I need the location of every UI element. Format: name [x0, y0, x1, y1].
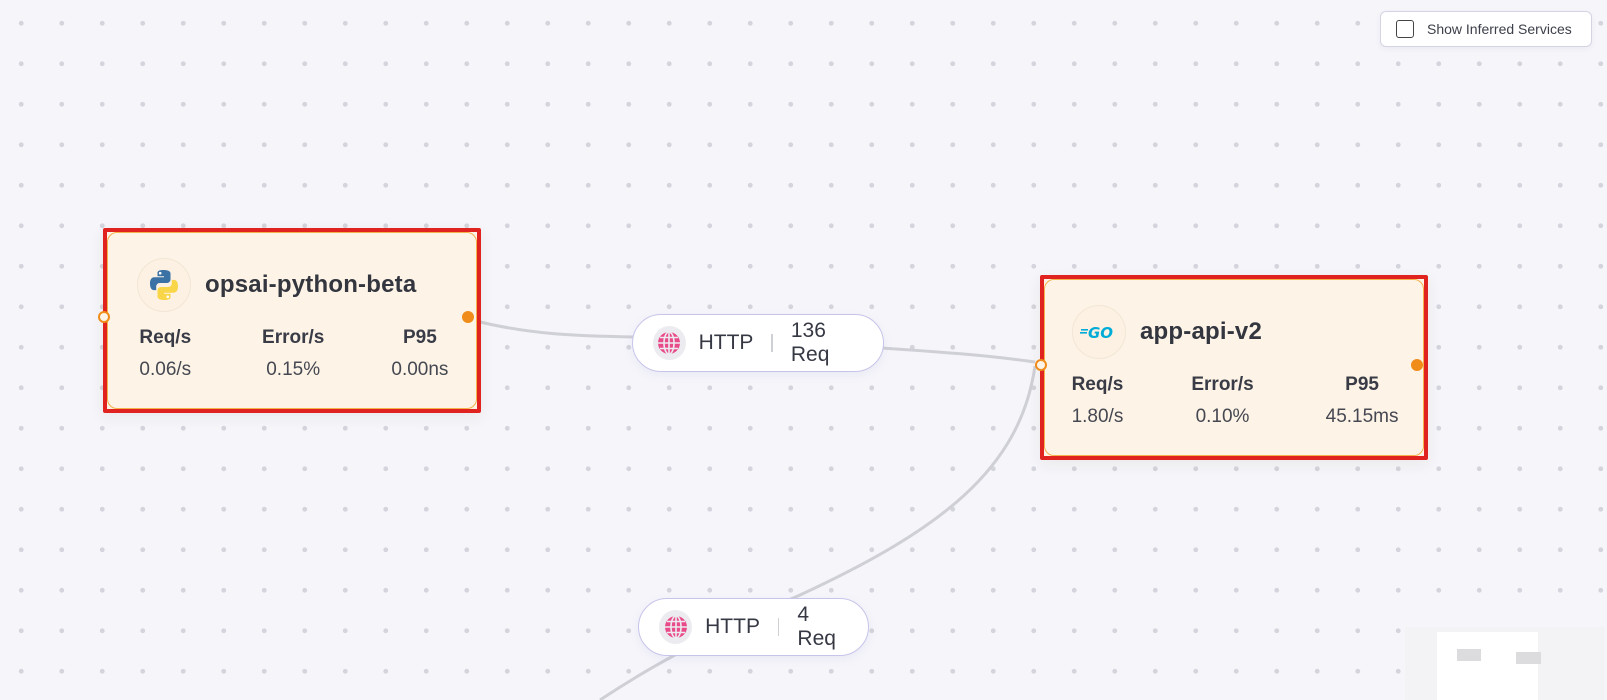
target-handle[interactable]	[1035, 359, 1047, 371]
target-handle[interactable]	[98, 311, 110, 323]
edge-request-count: 4 Req	[797, 603, 836, 650]
source-handle[interactable]	[1411, 359, 1423, 371]
edge-label-http-4[interactable]: HTTP 4 Req	[638, 598, 869, 656]
minimap[interactable]	[1405, 627, 1605, 700]
go-icon: GO	[1072, 305, 1126, 359]
minimap-node	[1516, 652, 1541, 664]
divider	[777, 618, 780, 636]
svg-text:GO: GO	[1088, 324, 1113, 342]
service-name: app-api-v2	[1140, 318, 1263, 345]
minimap-viewport[interactable]	[1437, 632, 1541, 700]
service-name: opsai-python-beta	[205, 271, 417, 298]
show-inferred-checkbox[interactable]	[1396, 20, 1414, 38]
edge-protocol: HTTP	[698, 331, 754, 354]
minimap-node	[1457, 649, 1481, 661]
metric-req-per-sec: Req/s 1.80/s	[1071, 374, 1124, 427]
edge-label-to-go	[881, 346, 1036, 364]
metric-error-rate: Error/s 0.15%	[262, 327, 325, 380]
edge-label-http-136[interactable]: HTTP 136 Req	[632, 314, 884, 372]
metric-p95-latency: P95 45.15ms	[1325, 374, 1399, 427]
metric-error-rate: Error/s 0.10%	[1191, 374, 1254, 427]
globe-icon	[659, 610, 693, 644]
service-node-opsai-python-beta[interactable]: opsai-python-beta Req/s 0.06/s Error/s 0…	[98, 228, 481, 413]
metric-req-per-sec: Req/s 0.06/s	[139, 327, 192, 380]
service-node-app-api-v2[interactable]: GO app-api-v2 Req/s 1.80/s Error/s 0.10%…	[1035, 275, 1428, 460]
metric-p95-latency: P95 0.00ns	[391, 327, 449, 380]
edge-protocol: HTTP	[705, 615, 760, 638]
python-icon	[137, 258, 191, 312]
show-inferred-label: Show Inferred Services	[1427, 21, 1572, 37]
show-inferred-services-toggle[interactable]: Show Inferred Services	[1380, 11, 1592, 47]
globe-icon	[653, 326, 686, 360]
edge-request-count: 136 Req	[790, 319, 830, 366]
source-handle[interactable]	[462, 311, 474, 323]
edge-python-to-label	[471, 318, 635, 339]
divider	[771, 334, 773, 352]
